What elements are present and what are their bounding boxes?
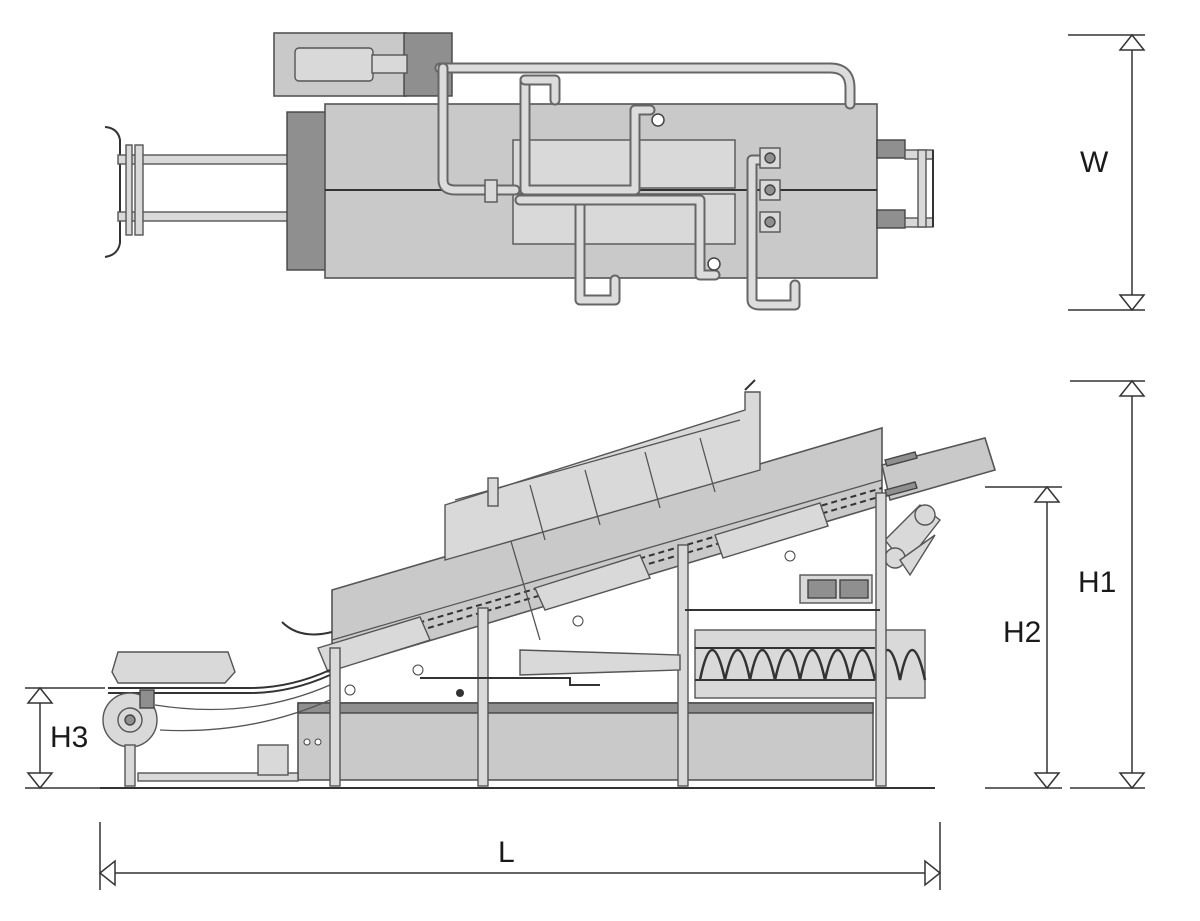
top-view-infeed-rails — [104, 126, 294, 258]
top-view — [104, 32, 934, 311]
side-view-drive-motor — [884, 504, 941, 577]
top-view-valves — [759, 147, 781, 233]
height2-label: H2 — [1003, 616, 1041, 649]
side-view-hose — [281, 621, 333, 636]
side-view-support-posts — [329, 492, 887, 787]
top-view-motor — [273, 32, 453, 97]
height1-dimension: H1 — [1070, 379, 1146, 790]
length-dimension: L — [98, 822, 942, 890]
length-label: L — [498, 836, 515, 869]
side-view-screw-conveyor — [694, 629, 927, 699]
top-view-inner-panel-upper — [512, 139, 736, 189]
top-view-pipework — [434, 62, 856, 311]
height1-label: H1 — [1078, 566, 1116, 599]
width-dimension: W — [1068, 33, 1146, 312]
side-view-upper-frame — [444, 379, 761, 561]
side-view-scoops — [317, 502, 829, 696]
side-view — [100, 379, 997, 789]
side-view-infeed — [102, 651, 331, 787]
height3-dimension: H3 — [25, 686, 105, 790]
top-view-outfeed-rails — [876, 139, 934, 229]
width-label: W — [1080, 146, 1109, 179]
height2-dimension: H2 — [985, 485, 1062, 790]
side-view-base-tank — [297, 702, 874, 781]
height3-label: H3 — [50, 721, 88, 754]
top-view-end-block — [286, 111, 328, 271]
side-view-hopper — [111, 651, 236, 684]
